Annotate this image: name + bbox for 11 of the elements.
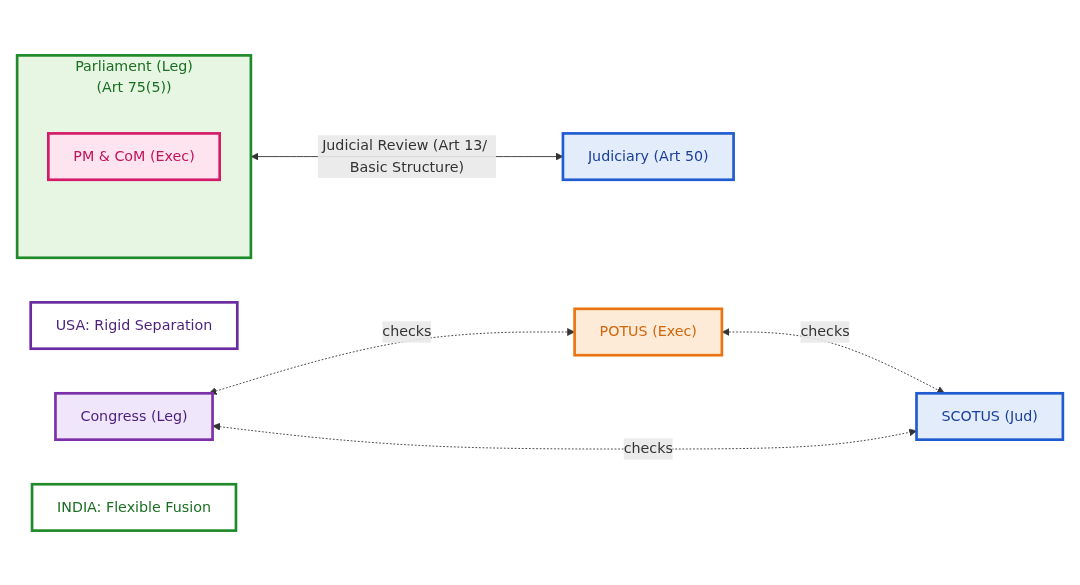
- node-box: Congress (Leg): [54, 391, 214, 441]
- edge-label: Judicial Review (Art 13/ Basic Structure): [322, 136, 488, 175]
- node-box: PM & CoM (Exec): [47, 131, 221, 181]
- node-box: USA: Rigid Separation: [29, 300, 239, 350]
- edge-label: checks: [623, 439, 673, 457]
- node-box: Judiciary (Art 50): [561, 131, 735, 181]
- node-box: POTUS (Exec): [573, 307, 724, 357]
- node-box: INDIA: Flexible Fusion: [30, 482, 238, 532]
- node-box: SCOTUS (Jud): [915, 391, 1065, 441]
- edge-label: checks: [382, 322, 432, 340]
- edge-label: checks: [800, 322, 850, 340]
